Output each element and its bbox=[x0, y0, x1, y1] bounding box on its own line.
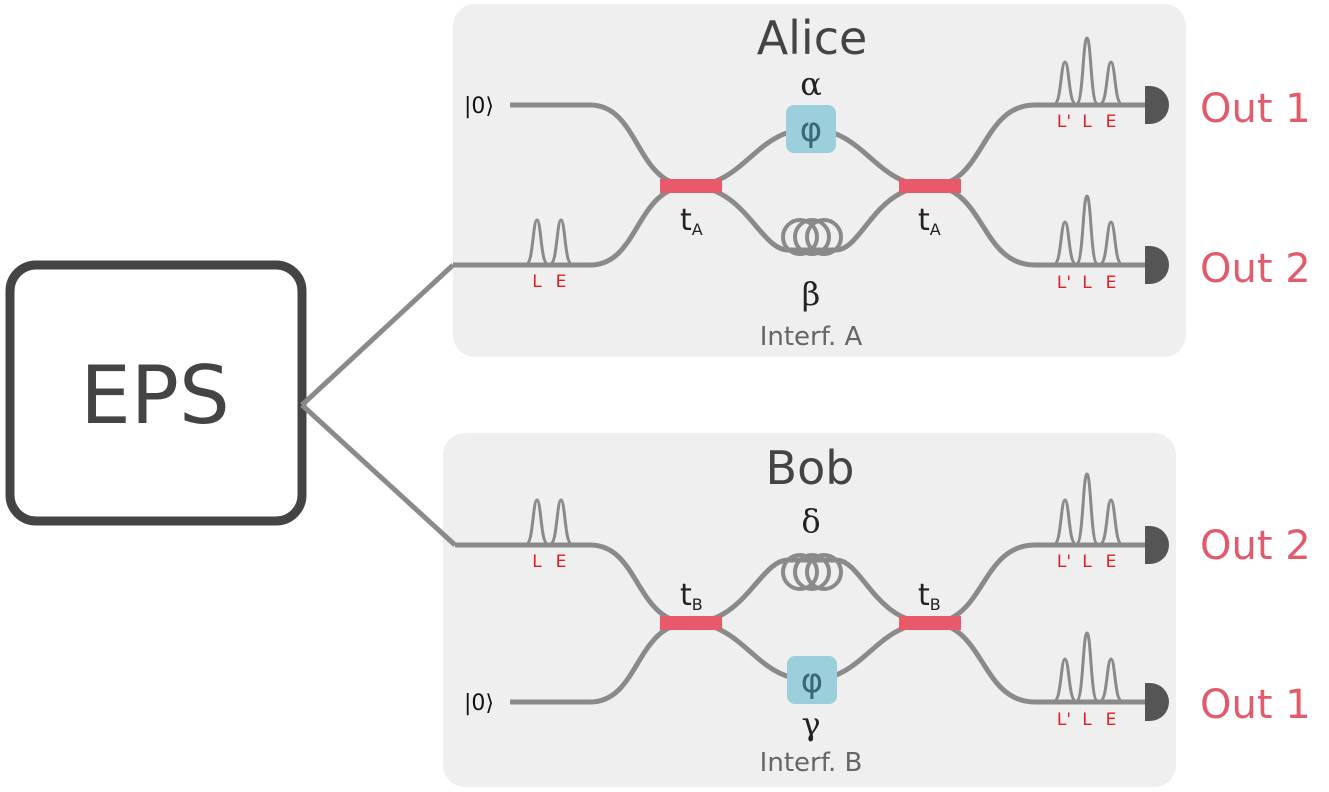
bob-coupler-right bbox=[899, 616, 961, 630]
alice-out2-pulse-L: L bbox=[1082, 273, 1092, 293]
bob-input-pulse-L: L bbox=[532, 552, 542, 572]
eps-box bbox=[5, 260, 307, 526]
eps-to-alice-fiber bbox=[300, 263, 455, 407]
alice-input-pulse-E: E bbox=[556, 272, 567, 292]
alice-out2-pulse-E: E bbox=[1106, 273, 1117, 293]
alice-arm-bottom-label: β bbox=[802, 275, 821, 313]
bob-coupler-left-label: tB bbox=[680, 578, 703, 614]
bob-out-bottom-pulse-Lp: L' bbox=[1057, 710, 1071, 730]
alice-interferometer-label: Interf. A bbox=[760, 322, 863, 352]
bob-detector-top bbox=[1145, 526, 1169, 564]
bob-detector-bottom bbox=[1145, 683, 1169, 721]
alice-output-pulses-2 bbox=[1053, 194, 1123, 265]
bob-output-pulses-top bbox=[1053, 472, 1123, 545]
bob-input-state: |0⟩ bbox=[464, 691, 494, 716]
alice-title: Alice bbox=[757, 11, 868, 65]
alice-input-state: |0⟩ bbox=[464, 94, 494, 119]
bob-out-top-pulse-Lp: L' bbox=[1057, 552, 1071, 572]
bob-phase-symbol: φ bbox=[801, 661, 823, 701]
alice-arm-top-label: α bbox=[800, 65, 822, 103]
alice-detector-2 bbox=[1145, 246, 1169, 284]
bob-arm-bottom-label: γ bbox=[801, 705, 820, 743]
bob-out-top: Out 2 bbox=[1200, 523, 1311, 569]
eps-label: EPS bbox=[80, 349, 230, 442]
alice-output-pulses-1 bbox=[1053, 36, 1123, 105]
alice-out-top: Out 1 bbox=[1200, 86, 1311, 132]
bob-arm-top-label: δ bbox=[801, 502, 820, 540]
bob-coupler-left bbox=[660, 616, 722, 630]
bob-out-bottom-pulse-E: E bbox=[1106, 710, 1117, 730]
alice-out1-pulse-Lp: L' bbox=[1057, 112, 1071, 132]
alice-coupler-right bbox=[899, 179, 961, 193]
bob-interferometer-label: Interf. B bbox=[760, 748, 863, 778]
alice-out2-pulse-Lp: L' bbox=[1057, 273, 1071, 293]
bob-out-top-pulse-L: L bbox=[1082, 552, 1092, 572]
alice-out-bottom: Out 2 bbox=[1200, 246, 1311, 292]
alice-out1-pulse-L: L bbox=[1082, 112, 1092, 132]
alice-coupler-left-label: tA bbox=[680, 203, 703, 239]
alice-phase-box bbox=[786, 105, 836, 153]
alice-input-pulse-L: L bbox=[532, 272, 542, 292]
alice-coupler-right-label: tA bbox=[918, 203, 941, 239]
alice-phase-symbol: φ bbox=[800, 110, 822, 150]
alice-coupler-left bbox=[660, 179, 722, 193]
alice-detector-1 bbox=[1145, 86, 1169, 124]
bob-out-bottom: Out 1 bbox=[1200, 682, 1311, 728]
bob-panel bbox=[443, 433, 1176, 787]
alice-delay-coil bbox=[781, 218, 843, 256]
bob-output-pulses-bottom bbox=[1053, 631, 1123, 702]
bob-delay-coil bbox=[781, 553, 843, 591]
bob-input-pulse-E: E bbox=[556, 552, 567, 572]
bob-phase-box bbox=[787, 656, 837, 704]
eps-to-bob-fiber bbox=[300, 403, 457, 547]
bob-out-bottom-pulse-L: L bbox=[1082, 710, 1092, 730]
alice-input-pulses bbox=[525, 218, 573, 265]
alice-panel bbox=[453, 4, 1186, 357]
bob-coupler-right-label: tB bbox=[918, 578, 941, 614]
bob-out-top-pulse-E: E bbox=[1106, 552, 1117, 572]
bob-title: Bob bbox=[766, 441, 855, 495]
alice-out1-pulse-E: E bbox=[1106, 112, 1117, 132]
bob-input-pulses bbox=[525, 498, 573, 545]
